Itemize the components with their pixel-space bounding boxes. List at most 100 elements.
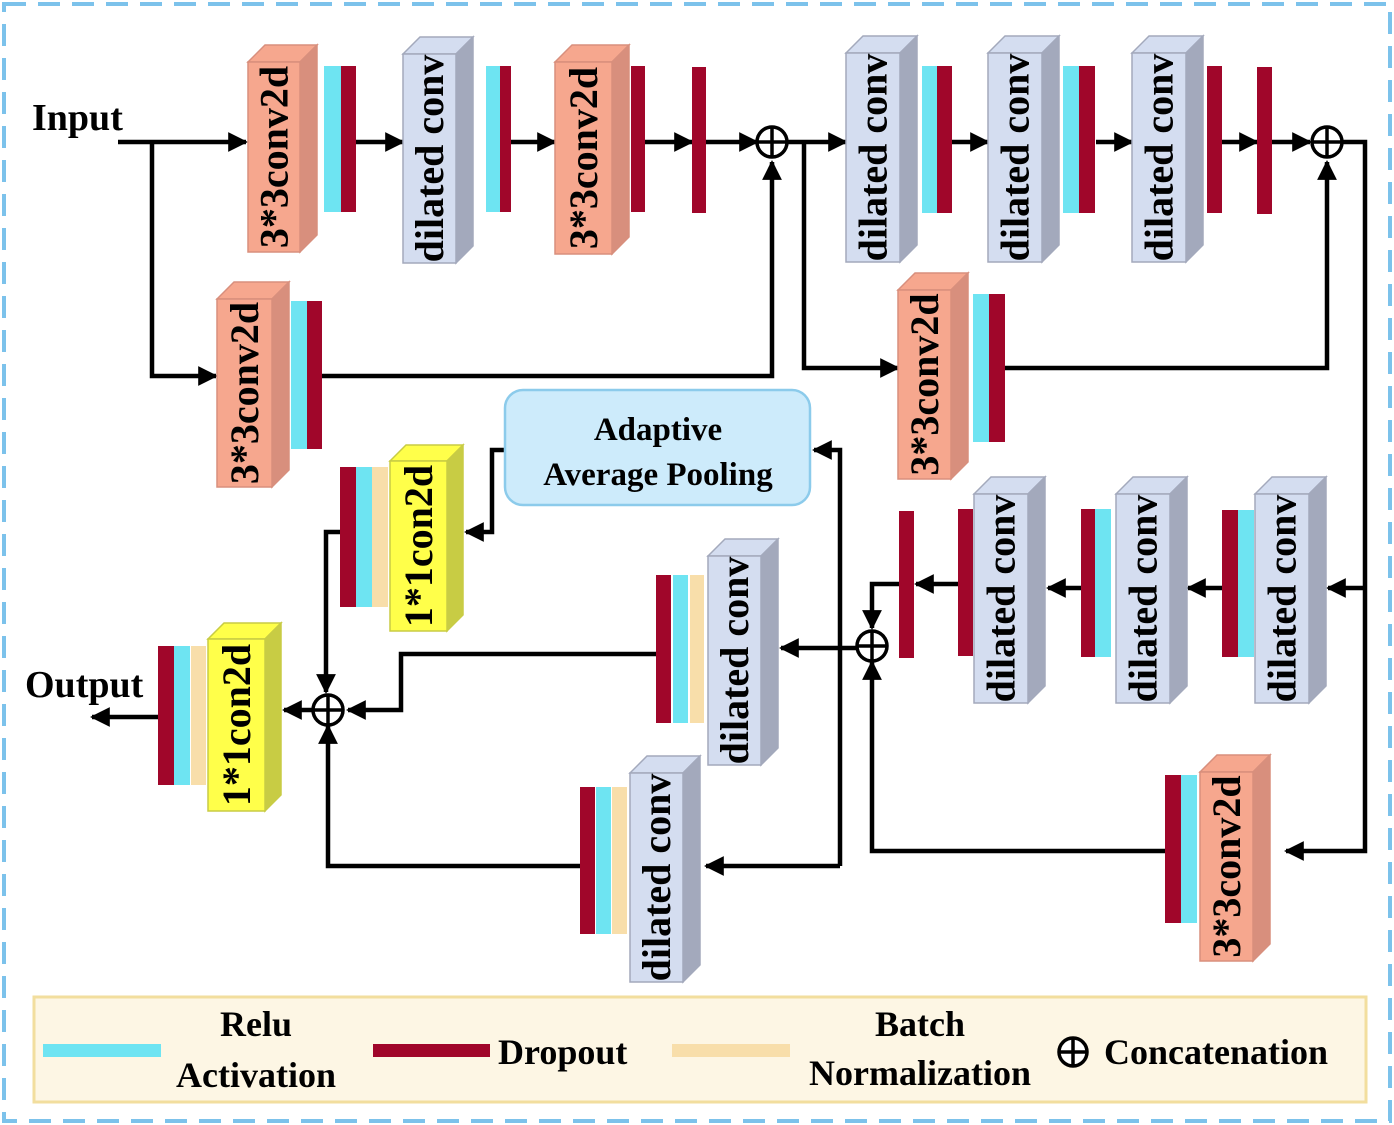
block-front-face (1254, 493, 1310, 704)
dilated-block: dilated conv (844, 34, 919, 264)
dilated-block: dilated conv (706, 537, 780, 767)
dropout-layer (631, 66, 645, 212)
dilated-label: dilated conv (979, 495, 1024, 703)
relu-layer (1063, 66, 1079, 213)
conv3-label: 3*3conv2d (222, 302, 267, 484)
arrow-cat3-pool (812, 440, 843, 866)
conv3-block: 3*3conv2d (1198, 753, 1272, 963)
dropout-layer (340, 467, 356, 607)
block-front-face (987, 52, 1043, 263)
conv3-label: 3*3conv2d (252, 66, 297, 248)
conv3-block: 3*3conv2d (246, 43, 319, 254)
block-front-face (1131, 52, 1187, 263)
input-label: Input (32, 97, 123, 139)
block-front-face (629, 772, 684, 983)
conv1-label: 1*1con2d (214, 644, 259, 806)
block-side-face (950, 271, 969, 481)
dropout-layer (1257, 67, 1272, 214)
dilated-label: dilated conv (634, 774, 679, 982)
dilated-label: dilated conv (1121, 495, 1166, 703)
block-side-face (264, 621, 282, 813)
dilated-block: dilated conv (972, 475, 1047, 705)
arrow-skip1-cat1 (322, 160, 782, 379)
relu-layer (324, 66, 341, 212)
dropout-layer (656, 575, 671, 723)
block-side-face (760, 537, 779, 767)
relu-layer (356, 467, 372, 607)
block-side-face (682, 754, 701, 984)
block-side-face (899, 34, 918, 264)
dilated-block: dilated conv (986, 34, 1061, 264)
arrow-pool-conv1 (464, 447, 505, 542)
conv3-label: 3*3conv2d (902, 293, 947, 475)
arrow-conv5-cat3 (862, 660, 1165, 854)
output-label: Output (25, 664, 144, 706)
relu-layer (291, 301, 308, 449)
block-side-face (1027, 475, 1046, 705)
concat-node (311, 693, 345, 727)
arrow-dil9-cat4 (318, 724, 580, 869)
arrow-cat1-skip2 (801, 142, 900, 378)
concat-nodes (311, 125, 1344, 727)
conv3-block: 3*3conv2d (553, 43, 631, 256)
relu-layer (174, 646, 190, 785)
relu-layer (596, 787, 611, 934)
conv1-label: 1*1con2d (396, 465, 441, 627)
dilated-block: dilated conv (628, 754, 702, 984)
dropout-layer (1222, 510, 1238, 657)
dropout-layer (1207, 66, 1222, 213)
block-side-face (299, 43, 318, 254)
block-front-face (1199, 771, 1254, 962)
legend-batchnorm-label-line1: Batch (875, 1004, 965, 1044)
block-front-face (554, 61, 613, 255)
relu-layer (1181, 775, 1197, 923)
block-front-face (216, 298, 273, 488)
relu-layer (486, 66, 501, 212)
block-side-face (1041, 34, 1060, 264)
batchnorm-layer (372, 467, 388, 607)
conv3-block: 3*3conv2d (896, 271, 970, 481)
block-side-face (611, 43, 630, 256)
legend: Relu Activation Dropout Batch Normalizat… (32, 995, 1368, 1104)
legend-relu-swatch (43, 1044, 161, 1057)
block-side-face (1185, 34, 1204, 264)
legend-batchnorm-swatch (672, 1044, 790, 1057)
arrow-conv1-cat4 (316, 529, 340, 694)
dilated-block: dilated conv (1130, 34, 1205, 264)
block-front-face (973, 493, 1029, 704)
dropout-layer (899, 511, 914, 658)
block-side-face (1169, 475, 1188, 705)
batchnorm-layer (690, 575, 704, 723)
block-side-face (1252, 753, 1271, 963)
block-front-face (247, 61, 301, 253)
block-front-face (845, 52, 901, 263)
arrow-dil8-cat4 (346, 651, 658, 720)
dilated-block: dilated conv (1114, 475, 1189, 705)
legend-relu-label-line2: Activation (176, 1055, 336, 1095)
block-front-face (402, 53, 457, 264)
dropout-layer (1079, 66, 1095, 213)
arrow-skip2-cat2 (1005, 160, 1337, 371)
dilated-label: dilated conv (851, 54, 896, 262)
block-side-face (446, 443, 464, 633)
dropout-layer (341, 66, 356, 212)
dilated-label: dilated conv (993, 54, 1038, 262)
concat-node (755, 125, 789, 159)
legend-relu-label-line1: Relu (220, 1004, 292, 1044)
batchnorm-layer (191, 646, 206, 785)
pool-label-line2: Average Pooling (543, 457, 773, 493)
block-front-face (707, 555, 762, 766)
relu-layer (1095, 509, 1111, 657)
dilated-label: dilated conv (407, 55, 452, 263)
block-front-face (897, 289, 952, 480)
batchnorm-layer (612, 787, 627, 934)
dropout-layer (307, 301, 322, 449)
block-side-face (455, 35, 474, 265)
block-front-face (207, 638, 266, 812)
relu-layer (973, 294, 990, 442)
dropout-layer (1165, 775, 1181, 923)
legend-batchnorm-label-line2: Normalization (809, 1053, 1031, 1093)
block-front-face (389, 460, 448, 632)
dilated-block: dilated conv (1253, 475, 1328, 705)
